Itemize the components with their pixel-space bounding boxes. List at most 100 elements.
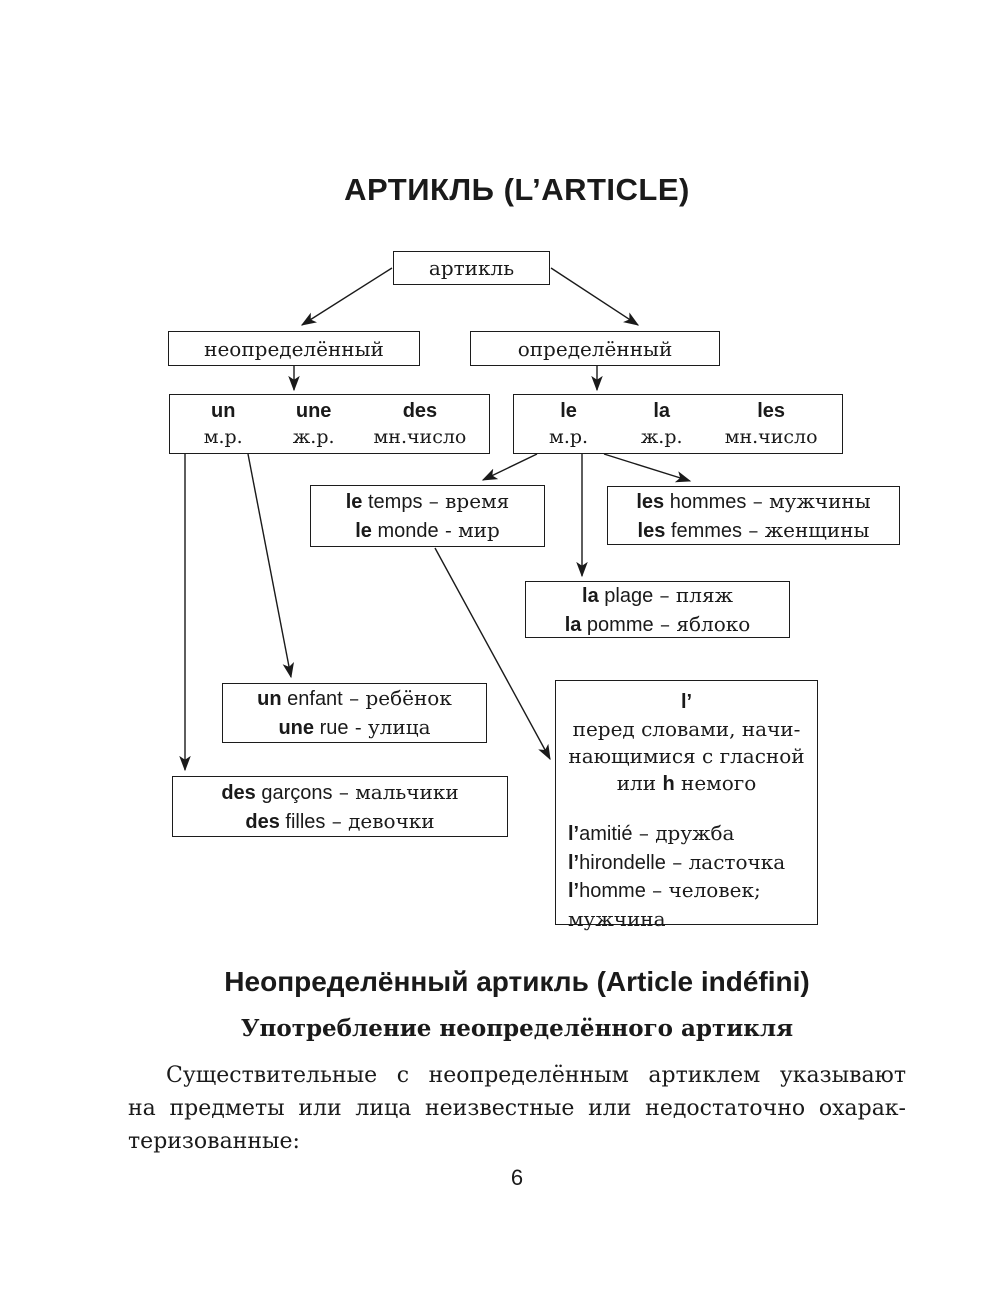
elision-description: l’ перед словами, начи- нающимися с глас…: [568, 689, 805, 798]
french-article: les: [636, 490, 665, 513]
translation-continuation: мужчина: [568, 906, 666, 931]
node-definite: определённый: [470, 331, 720, 366]
elision-box: l’ перед словами, начи- нающимися с глас…: [555, 680, 818, 931]
example-box-la-plage: la plage – пляж la pomme – яблоко: [525, 581, 790, 638]
french-article: la: [564, 613, 582, 636]
gender-feminine: ж.р.: [292, 426, 335, 448]
paragraph-line: на предметы или лица неизвестные или нед…: [128, 1096, 906, 1121]
arrow-article-to-definite: [550, 267, 640, 326]
gender-masculine: м.р.: [203, 426, 243, 448]
french-article: le: [345, 491, 363, 513]
paragraph-line: теризованные:: [128, 1129, 300, 1154]
french-article: l’: [568, 880, 580, 902]
french-word: hommes: [664, 490, 747, 513]
french-article: les: [637, 519, 666, 542]
russian-translation: – время: [422, 489, 510, 513]
french-article: l’: [568, 851, 580, 874]
russian-translation: – пляж: [653, 582, 733, 607]
french-word: filles: [279, 810, 326, 833]
example-line: le monde - мир: [311, 516, 544, 545]
elision-desc-line: перед словами, начи-: [572, 717, 801, 741]
example-line: le temps – время: [311, 487, 544, 516]
gender-plural: мн.число: [724, 426, 818, 448]
french-word: homme: [579, 880, 646, 902]
russian-translation: – женщины: [742, 517, 870, 542]
french-article: le: [355, 520, 372, 542]
french-article: la: [582, 584, 599, 607]
french-article: l’: [568, 823, 580, 845]
elision-title: l’: [680, 691, 693, 713]
article-la: la: [653, 400, 671, 422]
arrow-forms-to-les-hommes: [603, 453, 692, 483]
article-un: un: [211, 400, 236, 422]
french-article: un: [257, 688, 282, 710]
body-paragraph: Существительные с неопределённым артикле…: [128, 1059, 906, 1158]
example-box-un-enfant: un enfant – ребёнок une rue - улица: [222, 683, 487, 743]
russian-translation: – дружба: [632, 821, 735, 845]
french-article: une: [278, 717, 315, 739]
arrow-forms-to-le-temps: [481, 453, 538, 481]
page-title: АРТИКЛЬ (L’ARTICLE): [344, 172, 690, 207]
example-line: les femmes – женщины: [608, 516, 899, 545]
arrow-article-to-indefinite: [300, 267, 393, 326]
page-number: 6: [510, 1165, 524, 1190]
french-word: enfant: [281, 688, 343, 710]
indefinite-forms-grid: un une des м.р. ж.р. мн.число: [170, 399, 489, 449]
article-le: le: [560, 400, 577, 422]
article-les: les: [757, 400, 786, 422]
h-letter: h: [662, 773, 675, 795]
example-box-les-hommes: les hommes – мужчины les femmes – женщин…: [607, 486, 900, 545]
example-line: l’homme – человек;: [568, 877, 805, 906]
russian-translation: – девочки: [325, 808, 435, 833]
french-word: femmes: [665, 519, 743, 542]
elision-desc-line: или h немого: [568, 770, 805, 798]
node-definite-forms: le la les м.р. ж.р. мн.число: [513, 394, 843, 454]
russian-translation: – мужчины: [746, 488, 871, 513]
example-line: la plage – пляж: [526, 581, 789, 610]
french-article: des: [221, 781, 256, 804]
elision-examples: l’amitié – дружба l’hirondelle – ласточк…: [568, 820, 805, 933]
russian-translation: – ребёнок: [342, 686, 452, 710]
paragraph-line: Существительные с неопределённым артикле…: [166, 1063, 906, 1088]
gender-masculine: м.р.: [549, 426, 589, 448]
russian-translation: - мир: [438, 518, 500, 542]
definite-forms-grid: le la les м.р. ж.р. мн.число: [514, 399, 842, 449]
russian-translation: – человек;: [645, 878, 761, 902]
example-line: l’hirondelle – ласточка: [568, 849, 805, 878]
gender-feminine: ж.р.: [640, 426, 683, 448]
example-line: la pomme – яблоко: [526, 610, 789, 639]
node-indefinite-forms: un une des м.р. ж.р. мн.число: [169, 394, 490, 454]
russian-translation: - улица: [348, 715, 431, 739]
example-line: les hommes – мужчины: [608, 487, 899, 516]
elision-desc-line: нающимися с гласной: [568, 744, 805, 768]
example-box-des-garcons: des garçons – мальчики des filles – дево…: [172, 776, 508, 837]
example-line: des filles – девочки: [173, 807, 507, 836]
french-word: rue: [314, 717, 349, 739]
french-word: hirondelle: [579, 851, 666, 874]
node-article: артикль: [393, 251, 550, 285]
french-word: temps: [362, 491, 423, 513]
article-une: une: [295, 400, 332, 422]
node-article-label: артикль: [428, 256, 515, 280]
french-word: pomme: [581, 613, 654, 636]
desc-text: немого: [674, 771, 757, 795]
french-article: des: [245, 810, 280, 833]
russian-translation: – мальчики: [332, 779, 459, 804]
gender-plural: мн.число: [373, 426, 467, 448]
french-word: plage: [598, 584, 654, 607]
russian-translation: – яблоко: [653, 611, 751, 636]
node-indefinite-label: неопределённый: [204, 336, 384, 361]
example-line: l’amitié – дружба: [568, 820, 805, 849]
example-line: des garçons – мальчики: [173, 778, 507, 807]
node-definite-label: определённый: [517, 336, 673, 361]
article-des: des: [402, 400, 438, 422]
section-heading: Неопределённый артикль (Article indéfini…: [224, 966, 810, 997]
arrow-unforms-to-un-enfant: [247, 453, 294, 679]
example-line: un enfant – ребёнок: [223, 684, 486, 713]
desc-text: или: [616, 771, 663, 795]
example-line: une rue - улица: [223, 713, 486, 742]
section-subheading: Употребление неопределённого артикля: [240, 1015, 794, 1042]
example-box-le-temps: le temps – время le monde - мир: [310, 485, 545, 547]
node-indefinite: неопределённый: [168, 331, 420, 366]
